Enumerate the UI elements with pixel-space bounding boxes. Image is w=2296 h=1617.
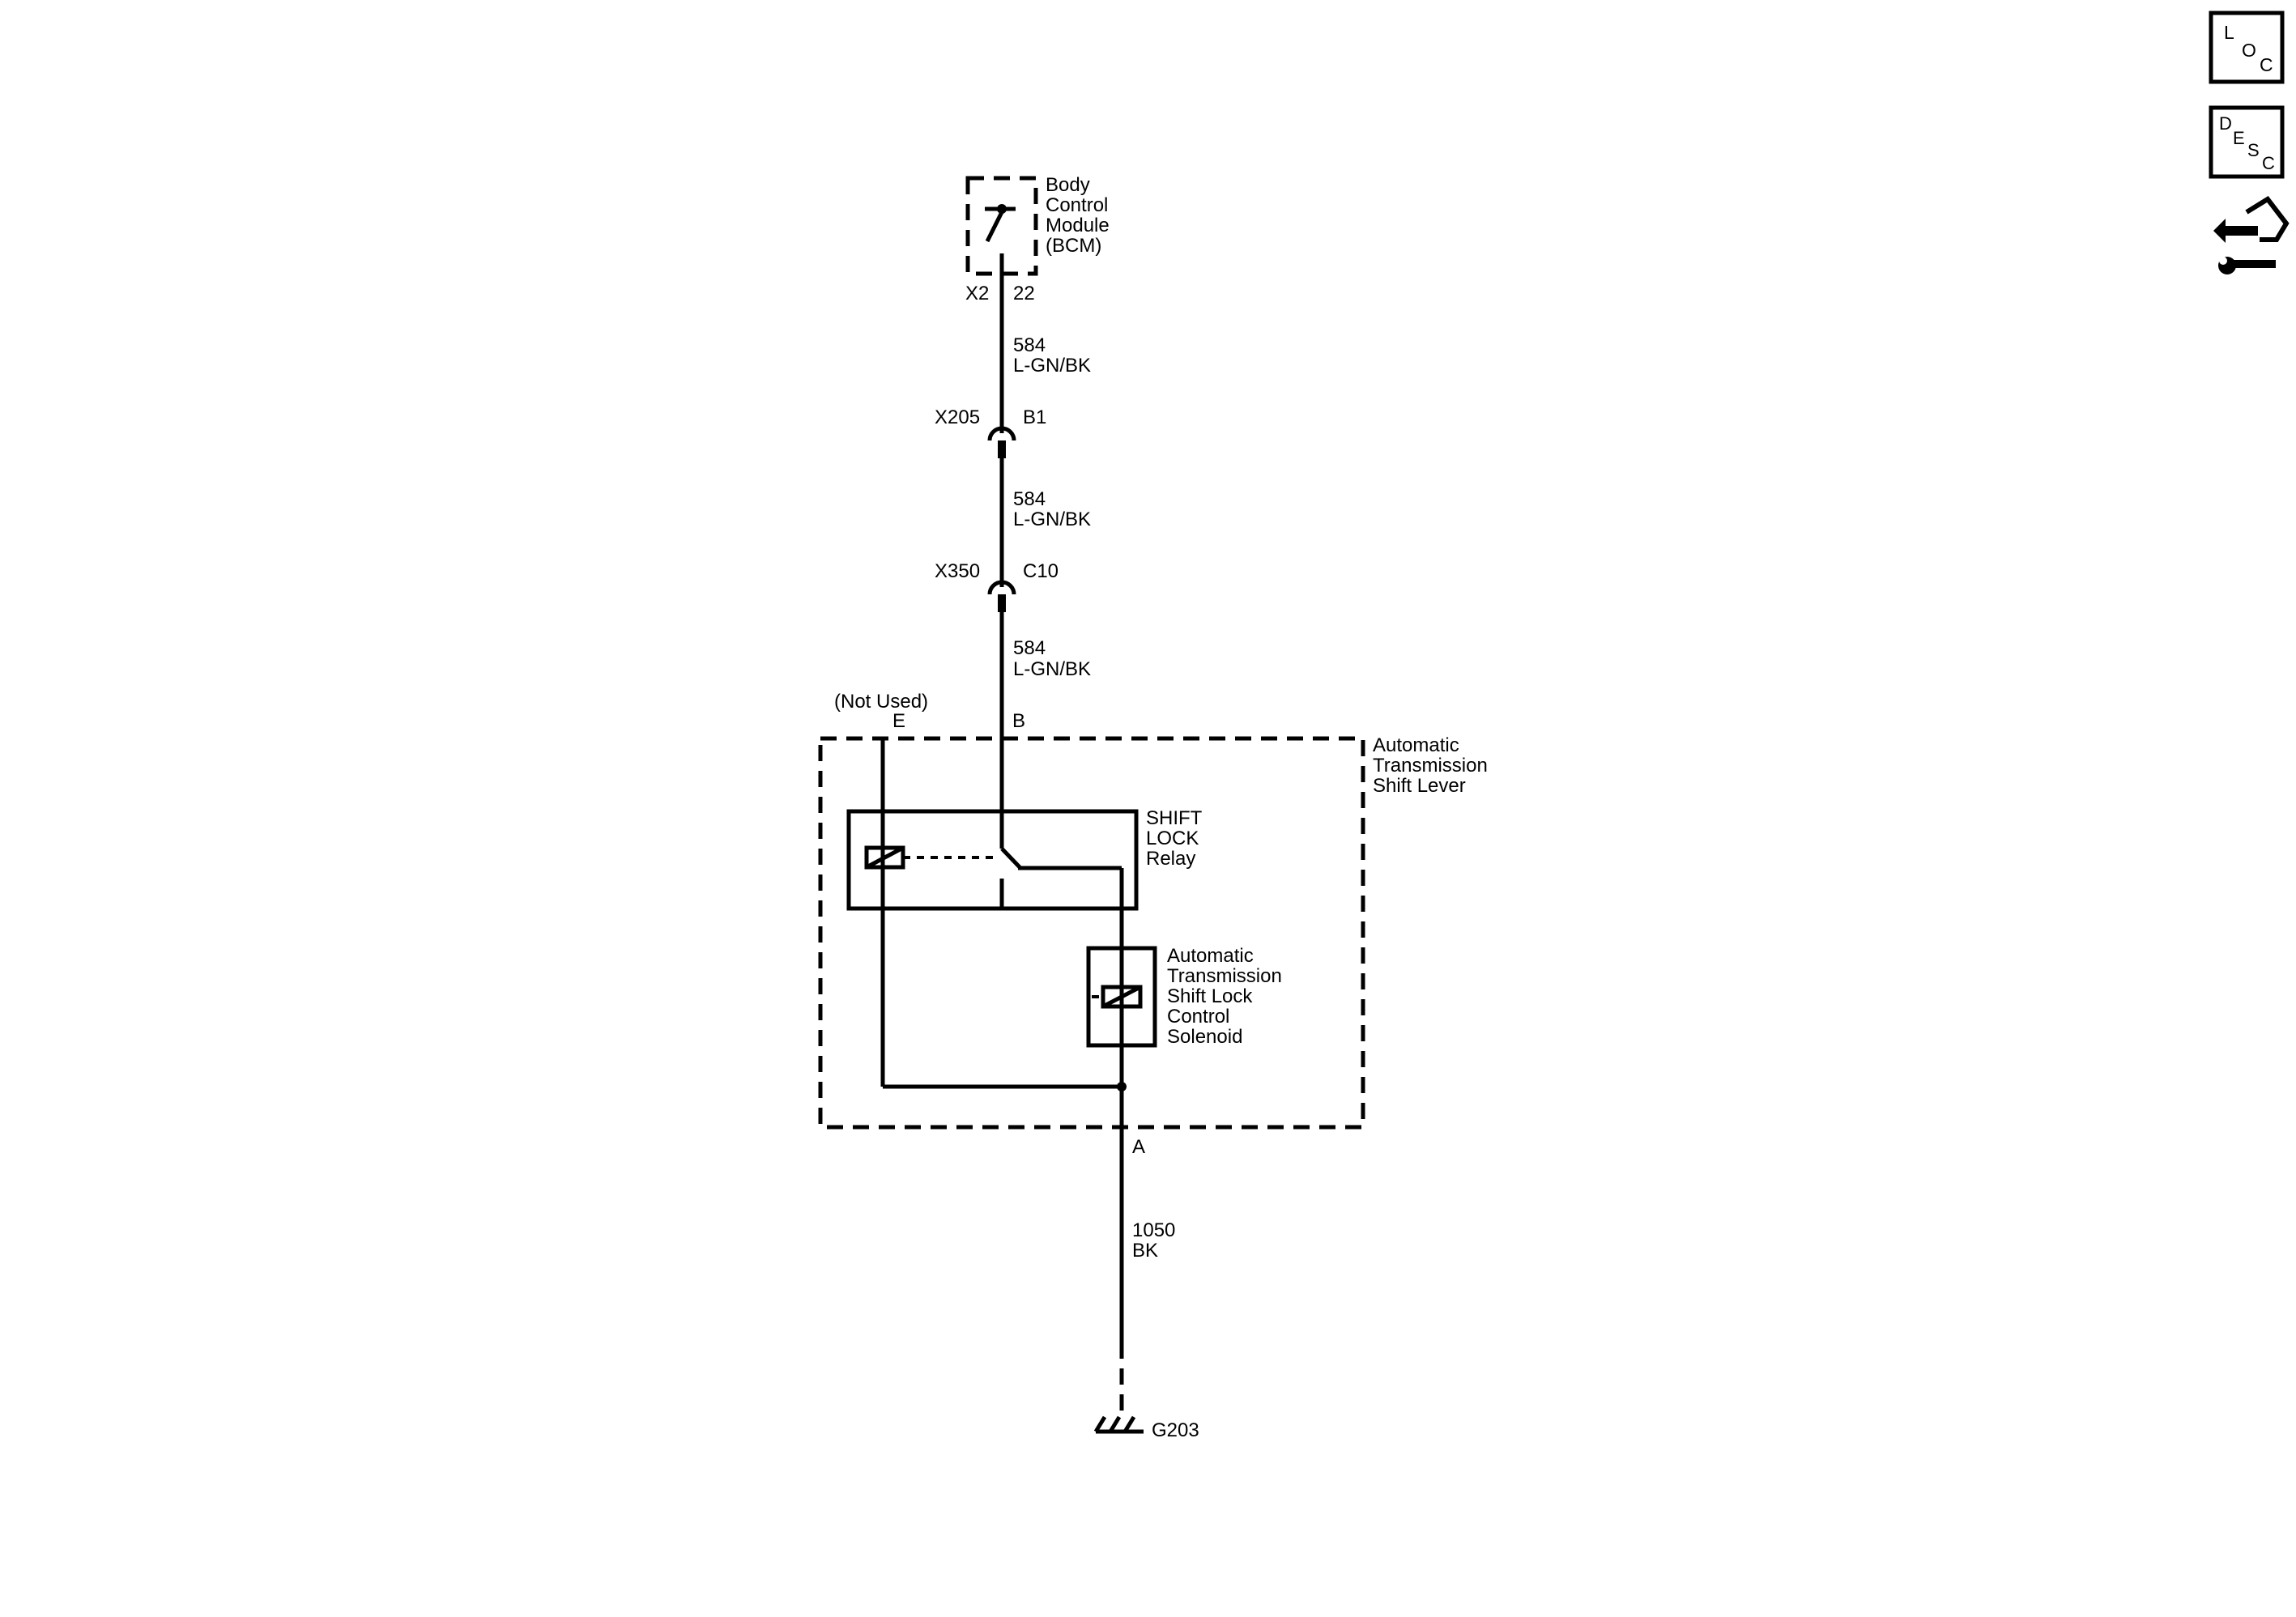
solenoid-coil-slash — [1101, 985, 1142, 1009]
x205-pin-label: B1 — [1023, 406, 1046, 428]
shift-lever-label-line1: Automatic — [1373, 734, 1459, 756]
wire-4-color: BK — [1132, 1240, 1158, 1262]
ground-tick-2 — [1108, 1415, 1122, 1433]
wire-4-circuit: 1050 — [1132, 1219, 1175, 1241]
ground-tick-3 — [1122, 1415, 1136, 1433]
description-button[interactable]: D E S C — [2209, 105, 2285, 179]
location-icon — [2209, 11, 2285, 84]
connector-repair-button[interactable] — [2213, 196, 2290, 274]
x205-label: X205 — [935, 406, 980, 428]
wire-3-circuit: 584 — [1013, 637, 1046, 659]
bcm-label-line4: (BCM) — [1046, 235, 1101, 257]
ground-label: G203 — [1152, 1419, 1199, 1441]
shift-lever-label-line3: Shift Lever — [1373, 775, 1466, 797]
relay-box — [846, 809, 1139, 911]
ground-tick-1 — [1093, 1415, 1107, 1433]
bcm-connector-label: X2 — [965, 283, 989, 304]
loc-letter-2: O — [2242, 40, 2256, 61]
x350-label: X350 — [935, 560, 980, 582]
description-icon — [2209, 105, 2285, 179]
shift-lever-label-line2: Transmission — [1373, 755, 1488, 777]
bcm-pin-label: 22 — [1013, 283, 1035, 304]
shift-lock-relay: SHIFT LOCK Relay — [846, 807, 1203, 1006]
shift-lever-component: Automatic Transmission Shift Lever (Not … — [818, 691, 1488, 1158]
connector-x205: X205 B1 — [935, 406, 1046, 458]
relay-coil-slash — [865, 845, 905, 870]
ground-g203: G203 — [1093, 1415, 1199, 1441]
connector-x350: X350 C10 — [935, 560, 1059, 612]
relay-label-line3: Relay — [1146, 848, 1195, 870]
bcm-label-line3: Module — [1046, 215, 1110, 236]
solenoid-label-line5: Solenoid — [1167, 1026, 1242, 1048]
solenoid-label-line3: Shift Lock — [1167, 985, 1253, 1007]
bcm-label-line2: Control — [1046, 194, 1108, 216]
x350-pin-label: C10 — [1023, 560, 1059, 582]
shift-lever-outline — [818, 736, 1365, 1130]
relay-label-line2: LOCK — [1146, 828, 1199, 849]
bcm-switch-pivot — [997, 204, 1007, 214]
loc-letter-1: L — [2224, 22, 2234, 43]
solenoid-label-line4: Control — [1167, 1006, 1229, 1028]
desc-letter-3: S — [2247, 140, 2260, 160]
wire-2-circuit: 584 — [1013, 488, 1046, 510]
x350-female-arc — [987, 580, 1016, 595]
wire-2-color: L-GN/BK — [1013, 509, 1091, 530]
location-button[interactable]: L O C — [2209, 11, 2285, 84]
pin-e-label: E — [892, 710, 905, 732]
pin-a-label: A — [1132, 1136, 1145, 1158]
loc-letter-3: C — [2260, 54, 2273, 75]
desc-letter-2: E — [2233, 128, 2245, 148]
solenoid-label-line1: Automatic — [1167, 945, 1254, 967]
desc-letter-1: D — [2219, 113, 2232, 134]
x205-female-arc — [987, 426, 1016, 441]
x350-male-pin — [998, 594, 1006, 612]
relay-label-line1: SHIFT — [1146, 807, 1203, 829]
relay-switch-blade — [1000, 847, 1022, 870]
desc-letter-4: C — [2262, 153, 2275, 173]
shift-lock-solenoid: Automatic Transmission Shift Lock Contro… — [1086, 945, 1282, 1087]
wire-1-color: L-GN/BK — [1013, 355, 1091, 377]
bcm-switch-blade — [985, 211, 1004, 243]
pin-b-label: B — [1012, 710, 1025, 732]
bcm-label-line1: Body — [1046, 174, 1090, 196]
x205-male-pin — [998, 440, 1006, 458]
wire-3-color: L-GN/BK — [1013, 658, 1091, 680]
pin-e-note: (Not Used) — [834, 691, 928, 713]
connector-repair-icon — [2213, 196, 2290, 274]
wire-1-circuit: 584 — [1013, 334, 1046, 356]
bcm-component: Body Control Module (BCM) X2 22 — [965, 174, 1110, 304]
solenoid-label-line2: Transmission — [1167, 965, 1282, 987]
